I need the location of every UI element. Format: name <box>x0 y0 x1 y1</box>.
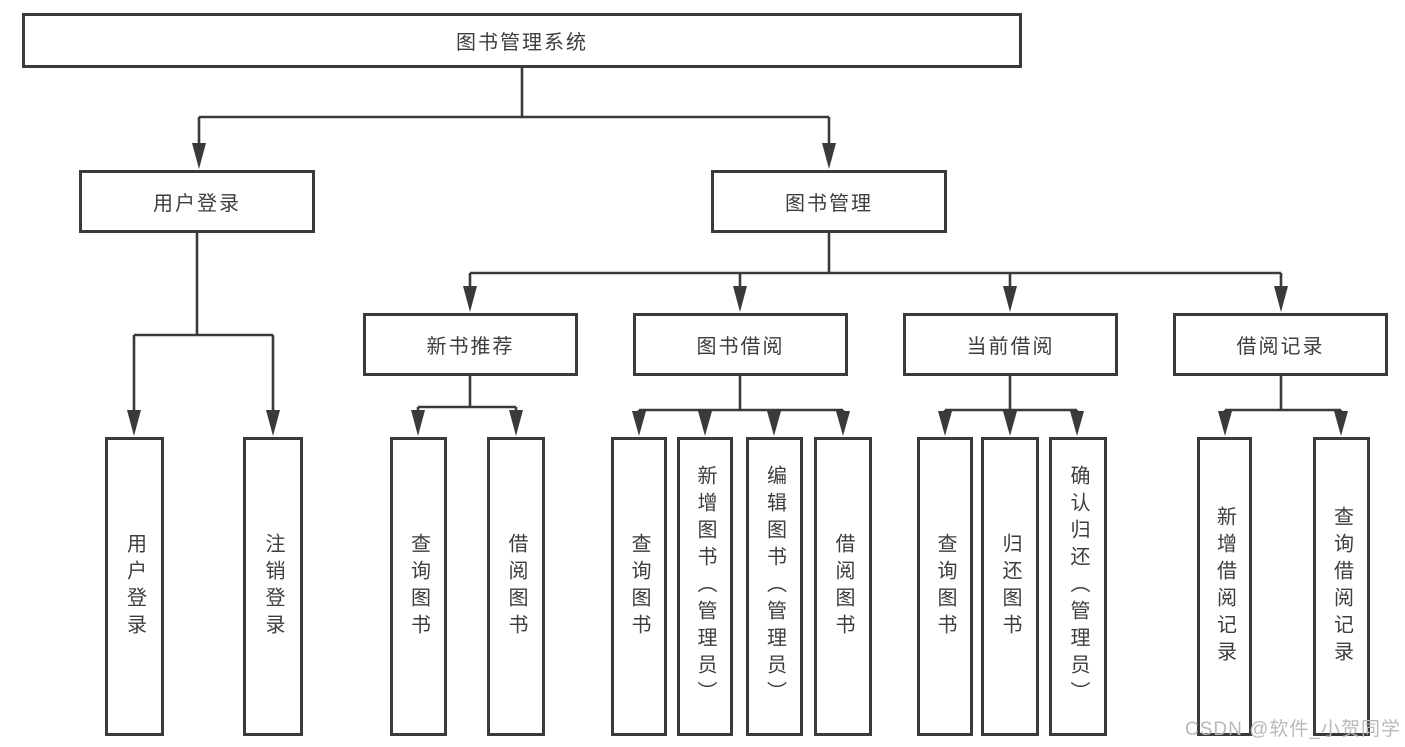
node-label: 图书管理 <box>785 193 873 215</box>
node-label: 图书管理系统 <box>456 32 588 54</box>
connector-user-login-to-leaves <box>127 233 280 436</box>
connector-book-management-to-level3 <box>463 233 1288 312</box>
connector-borrow-records-to-leaves <box>1218 376 1348 436</box>
node-label: 借阅图书 <box>832 532 854 641</box>
node-leaf-confirm-return-admin: 确认归还（管理员） <box>1049 437 1107 736</box>
connector-book-borrow-to-leaves <box>632 376 850 436</box>
node-label: 新书推荐 <box>426 336 515 358</box>
node-new-book-recommend: 新书推荐 <box>363 313 578 376</box>
node-book-borrow: 图书借阅 <box>633 313 848 376</box>
node-user-login: 用户登录 <box>79 170 315 233</box>
node-borrow-records: 借阅记录 <box>1173 313 1388 376</box>
csdn-watermark: CSDN @软件_小贺同学 <box>1185 719 1401 740</box>
node-label: 图书借阅 <box>696 336 785 358</box>
node-label: 查询借阅记录 <box>1330 505 1353 668</box>
connector-current-borrow-to-leaves <box>938 376 1084 436</box>
node-current-borrow: 当前借阅 <box>903 313 1118 376</box>
connector-root-to-level2 <box>192 68 836 169</box>
node-label: 查询图书 <box>934 532 956 641</box>
node-label: 查询图书 <box>407 532 430 641</box>
node-book-management: 图书管理 <box>711 170 947 233</box>
node-leaf-borrow-books-2: 借阅图书 <box>814 437 872 736</box>
node-label: 当前借阅 <box>966 336 1055 358</box>
node-leaf-query-borrow-record: 查询借阅记录 <box>1313 437 1370 736</box>
node-label: 用户登录 <box>123 532 146 641</box>
node-leaf-add-books-admin: 新增图书（管理员） <box>677 437 733 736</box>
node-label: 归还图书 <box>999 532 1021 641</box>
node-label: 用户登录 <box>153 193 241 215</box>
node-label: 借阅记录 <box>1236 336 1325 358</box>
node-leaf-add-borrow-record: 新增借阅记录 <box>1197 437 1252 736</box>
node-leaf-borrow-books-1: 借阅图书 <box>487 437 545 736</box>
node-leaf-query-books-1: 查询图书 <box>390 437 447 736</box>
node-leaf-query-books-2: 查询图书 <box>611 437 667 736</box>
node-leaf-logout: 注销登录 <box>243 437 303 736</box>
node-leaf-return-books: 归还图书 <box>981 437 1039 736</box>
connector-new-book-to-leaves <box>411 376 523 436</box>
node-label: 确认归还（管理员） <box>1067 465 1089 708</box>
node-label: 注销登录 <box>262 532 284 641</box>
node-label: 查询图书 <box>628 532 650 641</box>
node-label: 编辑图书（管理员） <box>763 465 786 708</box>
node-label: 新增图书（管理员） <box>694 465 716 708</box>
node-root-library-management-system: 图书管理系统 <box>22 13 1022 68</box>
node-leaf-query-books-3: 查询图书 <box>917 437 973 736</box>
node-label: 新增借阅记录 <box>1213 505 1236 668</box>
node-leaf-edit-books-admin: 编辑图书（管理员） <box>746 437 803 736</box>
node-label: 借阅图书 <box>505 532 527 641</box>
node-leaf-user-login: 用户登录 <box>105 437 164 736</box>
